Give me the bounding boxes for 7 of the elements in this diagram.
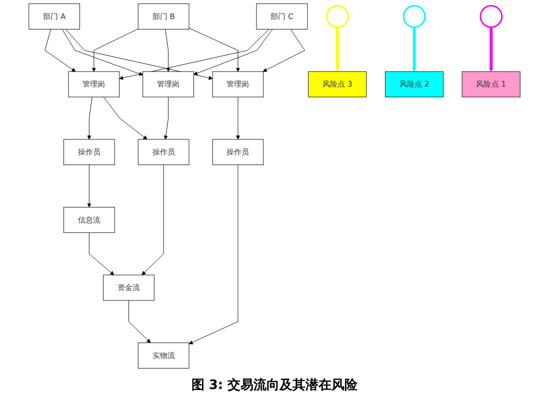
arrow xyxy=(489,27,494,72)
arrow xyxy=(412,27,416,72)
figure-caption: 图 3: 交易流向及其潜在风险 xyxy=(190,376,359,394)
node-ellipse xyxy=(480,5,503,28)
node-ellipse xyxy=(402,5,426,28)
node-ellipse xyxy=(326,5,349,28)
arrow xyxy=(335,27,340,72)
